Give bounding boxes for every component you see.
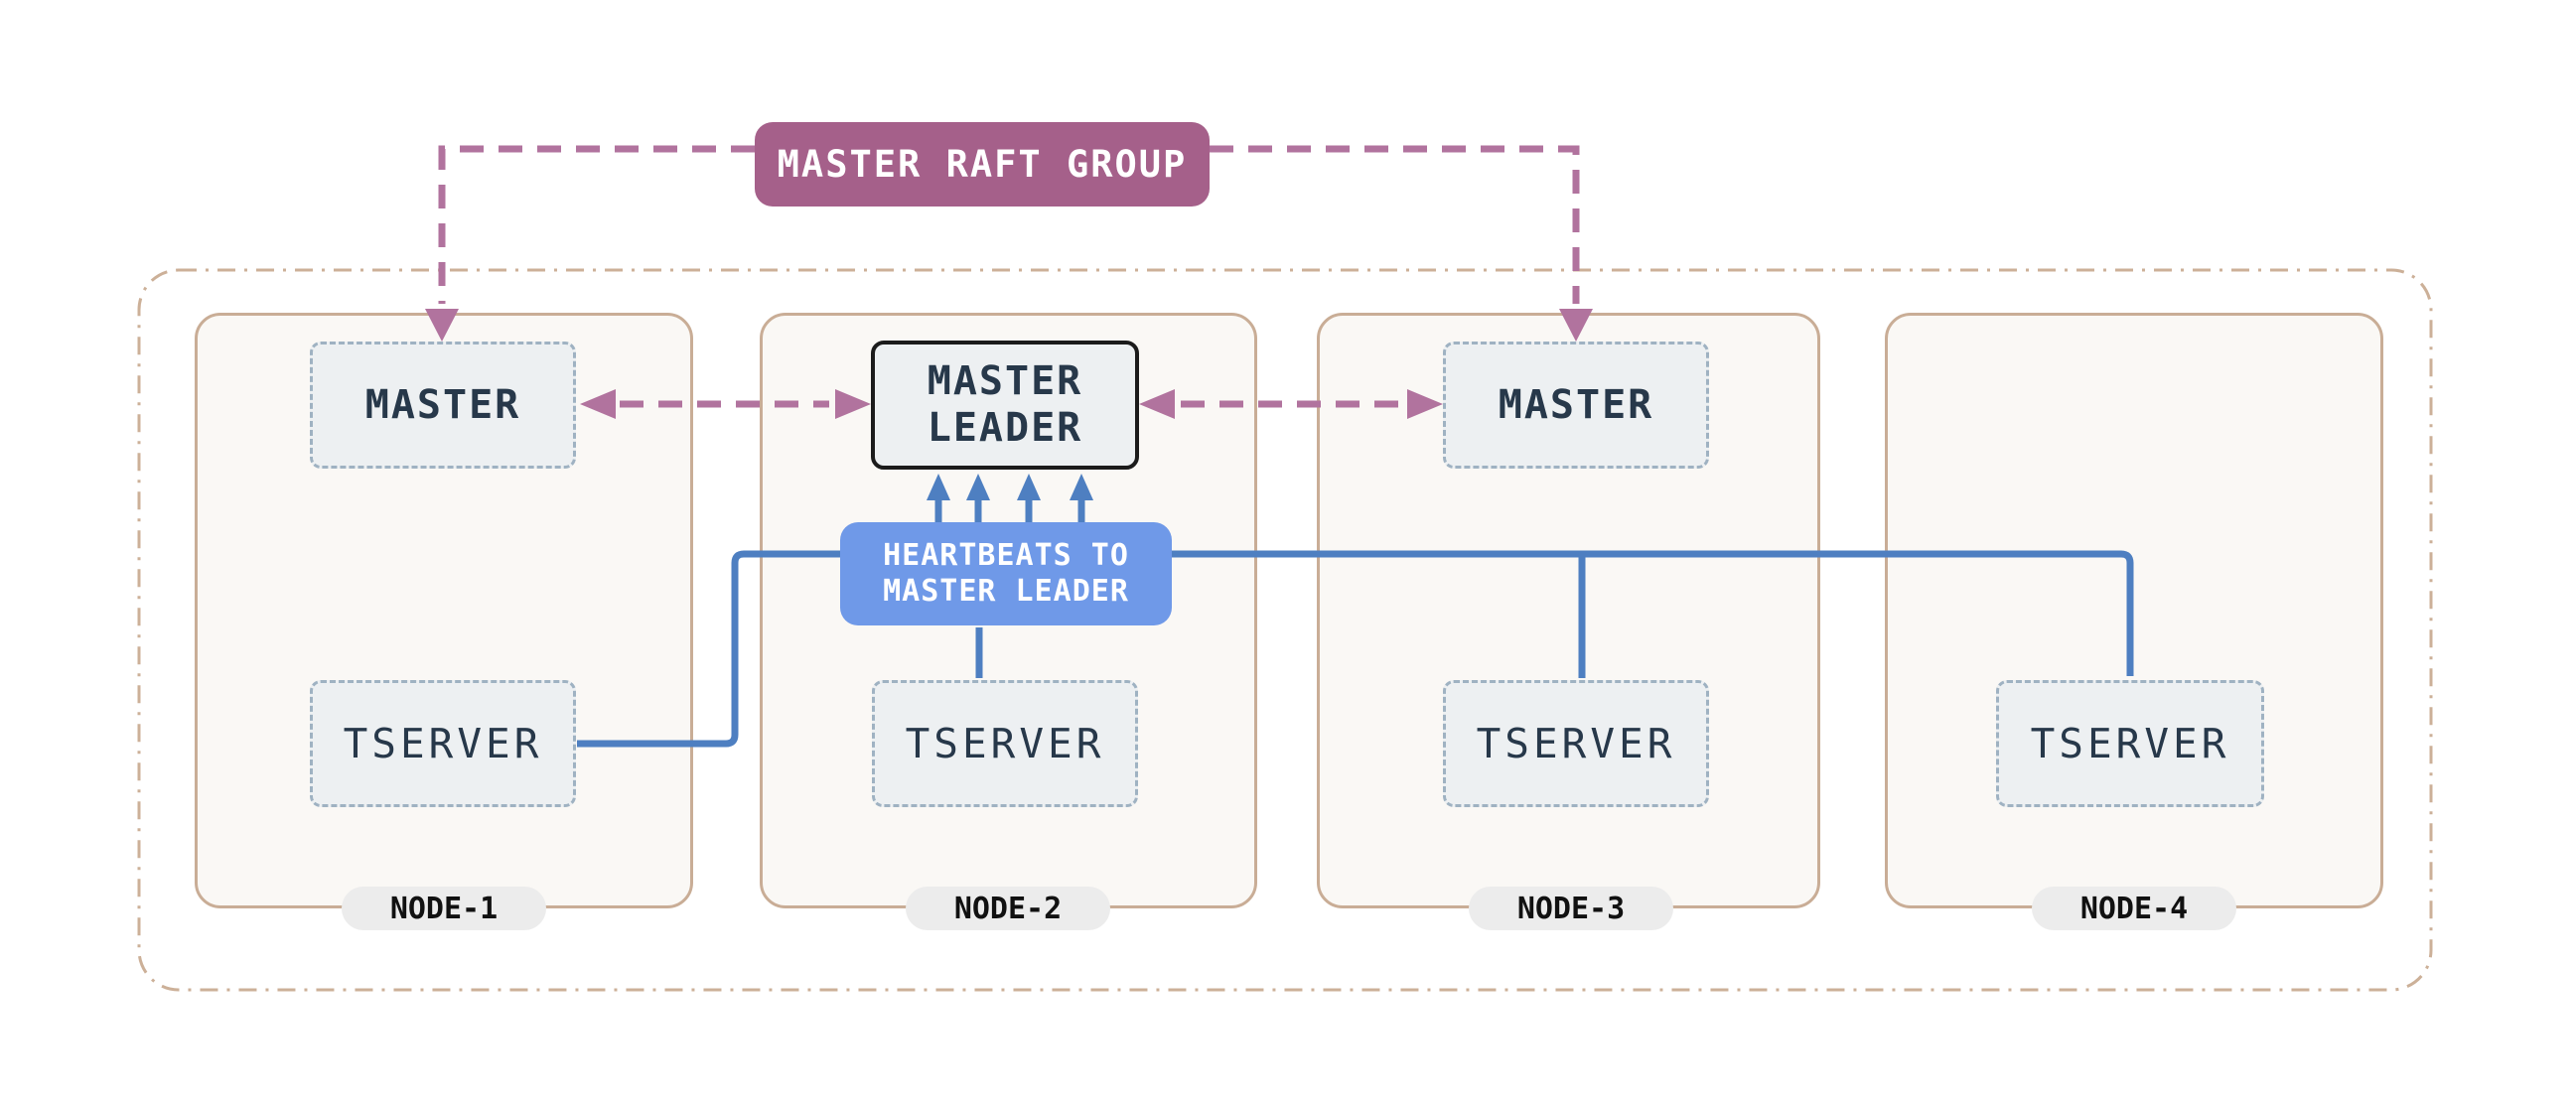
node-4-tserver-box: TSERVER (1996, 680, 2264, 807)
node-1-label: NODE-1 (389, 891, 499, 926)
arrow-left-node1-master-icon (580, 389, 616, 419)
node-4-label-pill: NODE-4 (2032, 887, 2236, 930)
node-3-master-label: MASTER (1498, 382, 1654, 428)
node-2-label-pill: NODE-2 (906, 887, 1110, 930)
node-3-tserver-label: TSERVER (1476, 720, 1676, 767)
node-2-tserver-box: TSERVER (872, 680, 1138, 807)
node-4-tserver-label: TSERVER (2030, 720, 2230, 767)
heartbeat-trunk-right (1170, 550, 2134, 676)
heartbeat-arrow-up-4-icon (1070, 474, 1093, 500)
arrow-left-leader-icon (1139, 389, 1175, 419)
heartbeat-arrow-up-3-icon (1017, 474, 1041, 500)
node-2-tserver-label: TSERVER (905, 720, 1105, 767)
arrow-right-leader-icon (835, 389, 871, 419)
arrow-right-node3-master-icon (1407, 389, 1443, 419)
heartbeat-arrow-up-2-icon (966, 474, 990, 500)
node-3-label-pill: NODE-3 (1469, 887, 1673, 930)
node-1-tserver-box: TSERVER (310, 680, 576, 807)
node-3-label: NODE-3 (1516, 891, 1626, 926)
arrow-down-node1-icon (425, 309, 459, 342)
raft-group-badge: MASTER RAFT GROUP (755, 122, 1210, 207)
heartbeat-arrow-up-1-icon (927, 474, 950, 500)
raft-group-label: MASTER RAFT GROUP (777, 143, 1188, 186)
node-3-tserver-box: TSERVER (1443, 680, 1709, 807)
node-1-tserver-label: TSERVER (343, 720, 543, 767)
heartbeat-badge: HEARTBEATS TO MASTER LEADER (840, 522, 1172, 625)
node-4-label: NODE-4 (2079, 891, 2189, 926)
node-4-container (1885, 313, 2383, 908)
node-1-master-label: MASTER (364, 382, 521, 428)
node-2-master-leader-box: MASTER LEADER (871, 341, 1139, 470)
cluster-outline (137, 268, 2433, 992)
arrow-down-node3-icon (1559, 309, 1593, 342)
raft-link-left (438, 145, 755, 304)
node-1-label-pill: NODE-1 (342, 887, 546, 930)
node-3-master-box: MASTER (1443, 342, 1709, 469)
heartbeat-trunk-left (577, 550, 840, 748)
heartbeat-label: HEARTBEATS TO MASTER LEADER (883, 538, 1129, 609)
node-2-master-leader-label: MASTER LEADER (927, 358, 1083, 451)
node-1-master-box: MASTER (310, 342, 576, 469)
node-2-label: NODE-2 (953, 891, 1063, 926)
raft-link-right (1210, 145, 1580, 304)
